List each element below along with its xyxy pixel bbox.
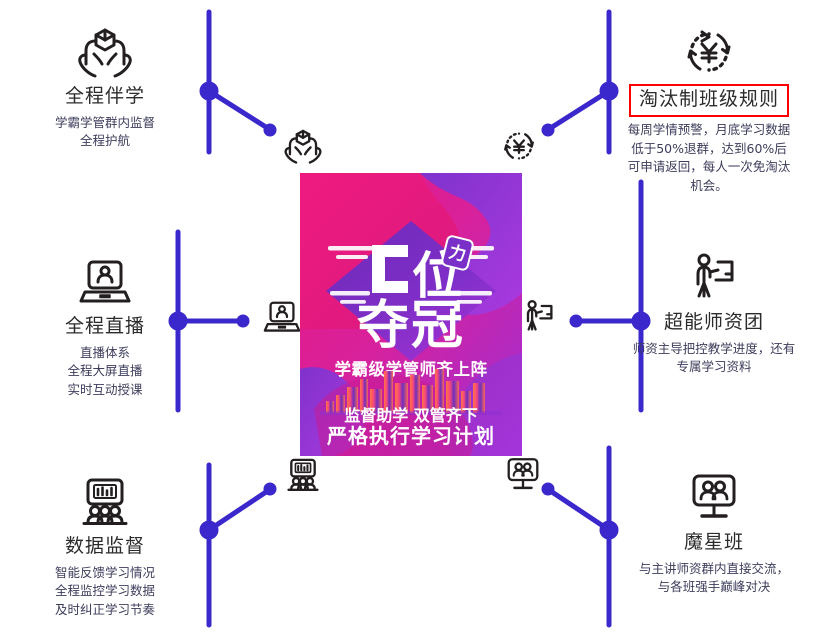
feature-peixue[interactable]: 全程伴学 学霸学管群内监督 全程护航	[0, 24, 210, 151]
feature-shuju[interactable]: 数据监督 智能反馈学习情况 全程监控学习数据 及时纠正学习节奏	[0, 474, 210, 620]
desc-line: 全程监控学习数据	[54, 583, 155, 599]
svg-text:力: 力	[447, 241, 469, 265]
feature-title: 数据监督	[64, 535, 145, 557]
feature-title: 超能师资团	[663, 311, 764, 333]
desc-line: 直播体系	[79, 344, 130, 360]
poster-footer-line1: 监督助学 双管齐下	[344, 406, 478, 425]
desc-line: 低于50%退群，达到60%后	[631, 140, 787, 156]
feature-desc: 智能反馈学习情况 全程监控学习数据 及时纠正学习节奏	[0, 564, 210, 620]
desc-line: 全程大屏直播	[67, 363, 143, 379]
poster-footer-line2: 严格执行学习计划	[326, 424, 495, 448]
teacher-whiteboard-icon	[517, 297, 561, 337]
feature-desc: 师资主导把控教学进度，还有 专属学习资料	[608, 340, 820, 378]
desc-line: 与各班强手巅峰对决	[657, 579, 771, 595]
node-right-mid-tip	[569, 314, 583, 328]
desc-line: 实时互动授课	[67, 382, 143, 398]
line-left-upper-branch	[206, 88, 272, 132]
node-left-lower-tip	[263, 482, 277, 496]
line-right-lower-branch	[546, 487, 612, 533]
node-left-mid-tip	[236, 314, 250, 328]
feature-shizi[interactable]: 超能师资团 师资主导把控教学进度，还有 专属学习资料	[608, 250, 820, 377]
desc-line: 学霸学管群内监督	[54, 114, 155, 130]
yuan-refund-refresh-icon	[598, 24, 820, 80]
svg-text:夺冠: 夺冠	[357, 296, 465, 356]
desc-line: 每周学情预警，月底学习数据	[627, 121, 791, 137]
line-left-lower-branch	[206, 487, 272, 533]
poster-subtitle: 学霸级学管师齐上阵	[335, 359, 488, 379]
desc-line: 及时纠正学习节奏	[54, 602, 155, 618]
desc-line: 师资主导把控教学进度，还有	[632, 340, 796, 356]
desc-line: 专属学习资料	[676, 359, 752, 375]
yuan-refund-refresh-icon	[497, 126, 541, 166]
feature-desc: 直播体系 全程大屏直播 实时互动授课	[0, 344, 210, 400]
laptop-person-icon	[0, 254, 210, 310]
hands-holding-box-icon	[281, 126, 325, 166]
node-right-upper-tip	[541, 123, 555, 137]
laptop-person-icon	[259, 297, 305, 337]
desc-line: 机会。	[690, 178, 728, 193]
monitor-group-people-icon	[608, 470, 820, 526]
feature-taotai[interactable]: 淘汰制班级规则 每周学情预警，月底学习数据 低于50%退群，达到60%后 可申请…	[598, 24, 820, 196]
center-poster[interactable]: 位 力 夺冠 学霸级学管师齐上阵	[300, 173, 522, 456]
feature-title-highlighted: 淘汰制班级规则	[628, 84, 789, 117]
desc-line: 全程护航	[79, 133, 130, 149]
feature-moxing[interactable]: 魔星班 与主讲师资群内直接交流， 与各班强手巅峰对决	[608, 470, 820, 597]
teacher-whiteboard-icon	[608, 250, 820, 306]
data-monitor-people-icon	[0, 474, 210, 530]
desc-line: 智能反馈学习情况	[54, 564, 155, 580]
desc-line: 可申请返回，每人一次免淘汰	[627, 159, 791, 175]
feature-desc: 与主讲师资群内直接交流， 与各班强手巅峰对决	[608, 560, 820, 598]
data-monitor-people-icon	[281, 455, 325, 495]
feature-title-wrap: 淘汰制班级规则	[598, 84, 820, 117]
feature-title: 全程直播	[64, 315, 145, 337]
hands-holding-box-icon	[0, 24, 210, 80]
feature-title: 全程伴学	[64, 85, 145, 107]
monitor-group-people-icon	[500, 455, 546, 495]
feature-desc: 每周学情预警，月底学习数据 低于50%退群，达到60%后 可申请返回，每人一次免…	[598, 121, 820, 196]
feature-zhibo[interactable]: 全程直播 直播体系 全程大屏直播 实时互动授课	[0, 254, 210, 400]
feature-title: 魔星班	[683, 531, 744, 553]
node-left-upper-tip	[263, 123, 277, 137]
feature-desc: 学霸学管群内监督 全程护航	[0, 114, 210, 152]
desc-line: 与主讲师资群内直接交流，	[638, 560, 789, 576]
